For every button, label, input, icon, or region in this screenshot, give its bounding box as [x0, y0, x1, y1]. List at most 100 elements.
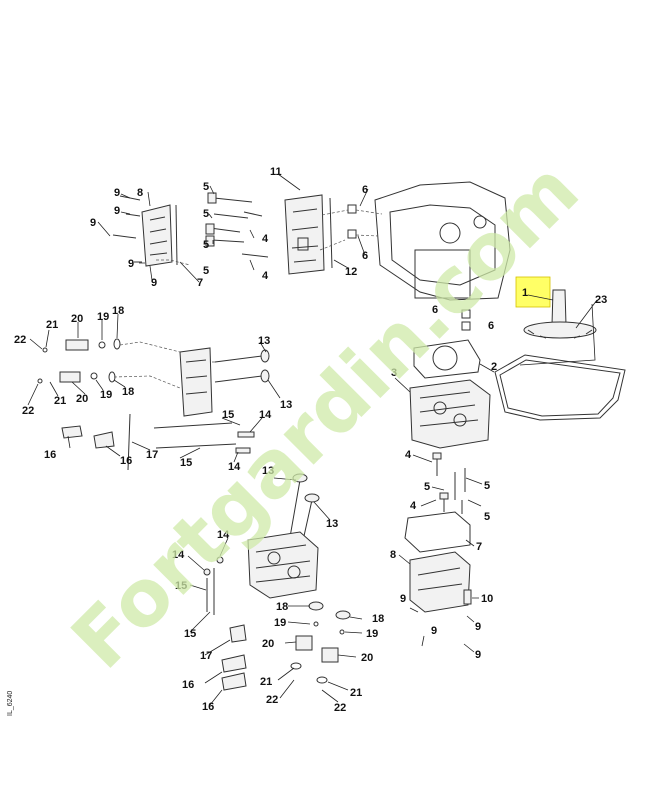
callout-19: 19 [274, 617, 286, 629]
callout-9: 9 [151, 277, 157, 289]
callout-21: 21 [54, 395, 66, 407]
callout-17: 17 [146, 449, 158, 461]
cylinder-head-right-part [409, 379, 491, 449]
callout-16: 16 [44, 449, 56, 461]
callout-4: 4 [410, 500, 417, 512]
callout-5: 5 [203, 239, 209, 251]
callout-7: 7 [476, 541, 482, 553]
callout-22: 22 [266, 694, 278, 706]
callout-18: 18 [112, 305, 124, 317]
cylinder-head-middle-part [179, 347, 213, 417]
watermark: Fortgardin.com [55, 145, 596, 686]
callout-5: 5 [484, 511, 490, 523]
callout-2: 2 [491, 361, 497, 373]
callout-9: 9 [431, 625, 437, 637]
watermark-text: Fortgardin.com [55, 145, 596, 686]
callout-15: 15 [184, 628, 196, 640]
callout-5: 5 [424, 481, 430, 493]
callout-4: 4 [262, 270, 269, 282]
callout-13: 13 [280, 399, 292, 411]
cylinder-head-bottom-part [247, 531, 319, 599]
callout-21: 21 [46, 319, 58, 331]
callout-9: 9 [475, 649, 481, 661]
callout-5: 5 [203, 265, 209, 277]
callout-9: 9 [114, 205, 120, 217]
callout-5: 5 [484, 480, 490, 492]
callout-16: 16 [182, 679, 194, 691]
push-rods-bottom-part [203, 556, 224, 615]
callout-7: 7 [197, 277, 203, 289]
callout-8: 8 [137, 187, 143, 199]
callout-14: 14 [172, 549, 185, 561]
callout-22: 22 [334, 702, 346, 714]
figure-reference-code: IL_6240 [7, 691, 14, 716]
gasket-12-part [329, 197, 333, 269]
middle-left-valve-train: 22 21 20 19 18 13 22 21 20 19 18 13 15 1… [14, 305, 292, 473]
cylinder-block-part [404, 511, 471, 613]
callout-21: 21 [260, 676, 272, 688]
callout-21: 21 [350, 687, 362, 699]
callout-13: 13 [326, 518, 338, 530]
rocker-arms-bottom-part [221, 624, 247, 691]
callout-6: 6 [432, 304, 438, 316]
callout-1: 1 [522, 287, 528, 299]
callout-16: 16 [202, 701, 214, 713]
breather-10-part [463, 589, 472, 605]
callout-9: 9 [400, 593, 406, 605]
callout-13: 13 [262, 465, 274, 477]
valve-cover-part [141, 204, 173, 267]
callout-5: 5 [203, 208, 209, 220]
callout-14: 14 [259, 409, 272, 421]
crankcase-gasket-part [494, 354, 626, 421]
callout-20: 20 [76, 393, 88, 405]
right-cylinder-assembly: 1 23 2 3 4 5 5 4 5 7 8 10 9 9 9 9 [390, 276, 626, 661]
callout-6: 6 [362, 184, 368, 196]
valves-part [214, 349, 270, 383]
rocker-arms-part [61, 413, 131, 471]
callout-20: 20 [71, 313, 83, 325]
dowel-6a-part [347, 204, 357, 214]
callout-16: 16 [120, 455, 132, 467]
callout-5: 5 [203, 181, 209, 193]
callout-10: 10 [481, 593, 493, 605]
callout-23: 23 [595, 294, 607, 306]
callout-18: 18 [276, 601, 288, 613]
gasket-7-part [175, 204, 178, 266]
cylinder-head-upper-part [284, 194, 325, 275]
callout-13: 13 [258, 335, 270, 347]
callout-9: 9 [475, 621, 481, 633]
callout-9: 9 [90, 217, 96, 229]
callout-18: 18 [372, 613, 384, 625]
callout-20: 20 [361, 652, 373, 664]
callout-14: 14 [228, 461, 241, 473]
crankcase-part [374, 181, 511, 301]
callout-14: 14 [217, 529, 230, 541]
callout-4: 4 [405, 449, 412, 461]
callout-12: 12 [345, 266, 357, 278]
callout-15: 15 [222, 409, 234, 421]
callout-19: 19 [97, 311, 109, 323]
callout-8: 8 [390, 549, 396, 561]
callout-11: 11 [270, 166, 282, 178]
bottom-cylinder-head-assembly: 13 13 14 14 15 15 17 16 16 18 19 20 21 2… [172, 465, 384, 714]
head-bolts-right [432, 452, 466, 514]
callout-9: 9 [128, 258, 134, 270]
callout-15: 15 [180, 457, 192, 469]
head-gasket-part [413, 339, 481, 379]
callout-15: 15 [175, 580, 187, 592]
push-rods-part [153, 422, 255, 454]
dowel-6b-part [347, 229, 357, 239]
springs-bottom-part [290, 601, 351, 684]
callout-4: 4 [262, 233, 269, 245]
callout-18: 18 [122, 386, 134, 398]
bolts-group [112, 192, 269, 263]
callout-9: 9 [114, 187, 120, 199]
callout-19: 19 [100, 389, 112, 401]
callout-6: 6 [362, 250, 368, 262]
callout-22: 22 [22, 405, 34, 417]
upper-left-head-assembly: 9 8 9 9 9 9 5 5 5 4 4 5 11 7 12 6 6 6 6 [90, 166, 511, 332]
callout-22: 22 [14, 334, 26, 346]
callout-20: 20 [262, 638, 274, 650]
callout-6: 6 [488, 320, 494, 332]
springs-left-part [37, 338, 121, 384]
